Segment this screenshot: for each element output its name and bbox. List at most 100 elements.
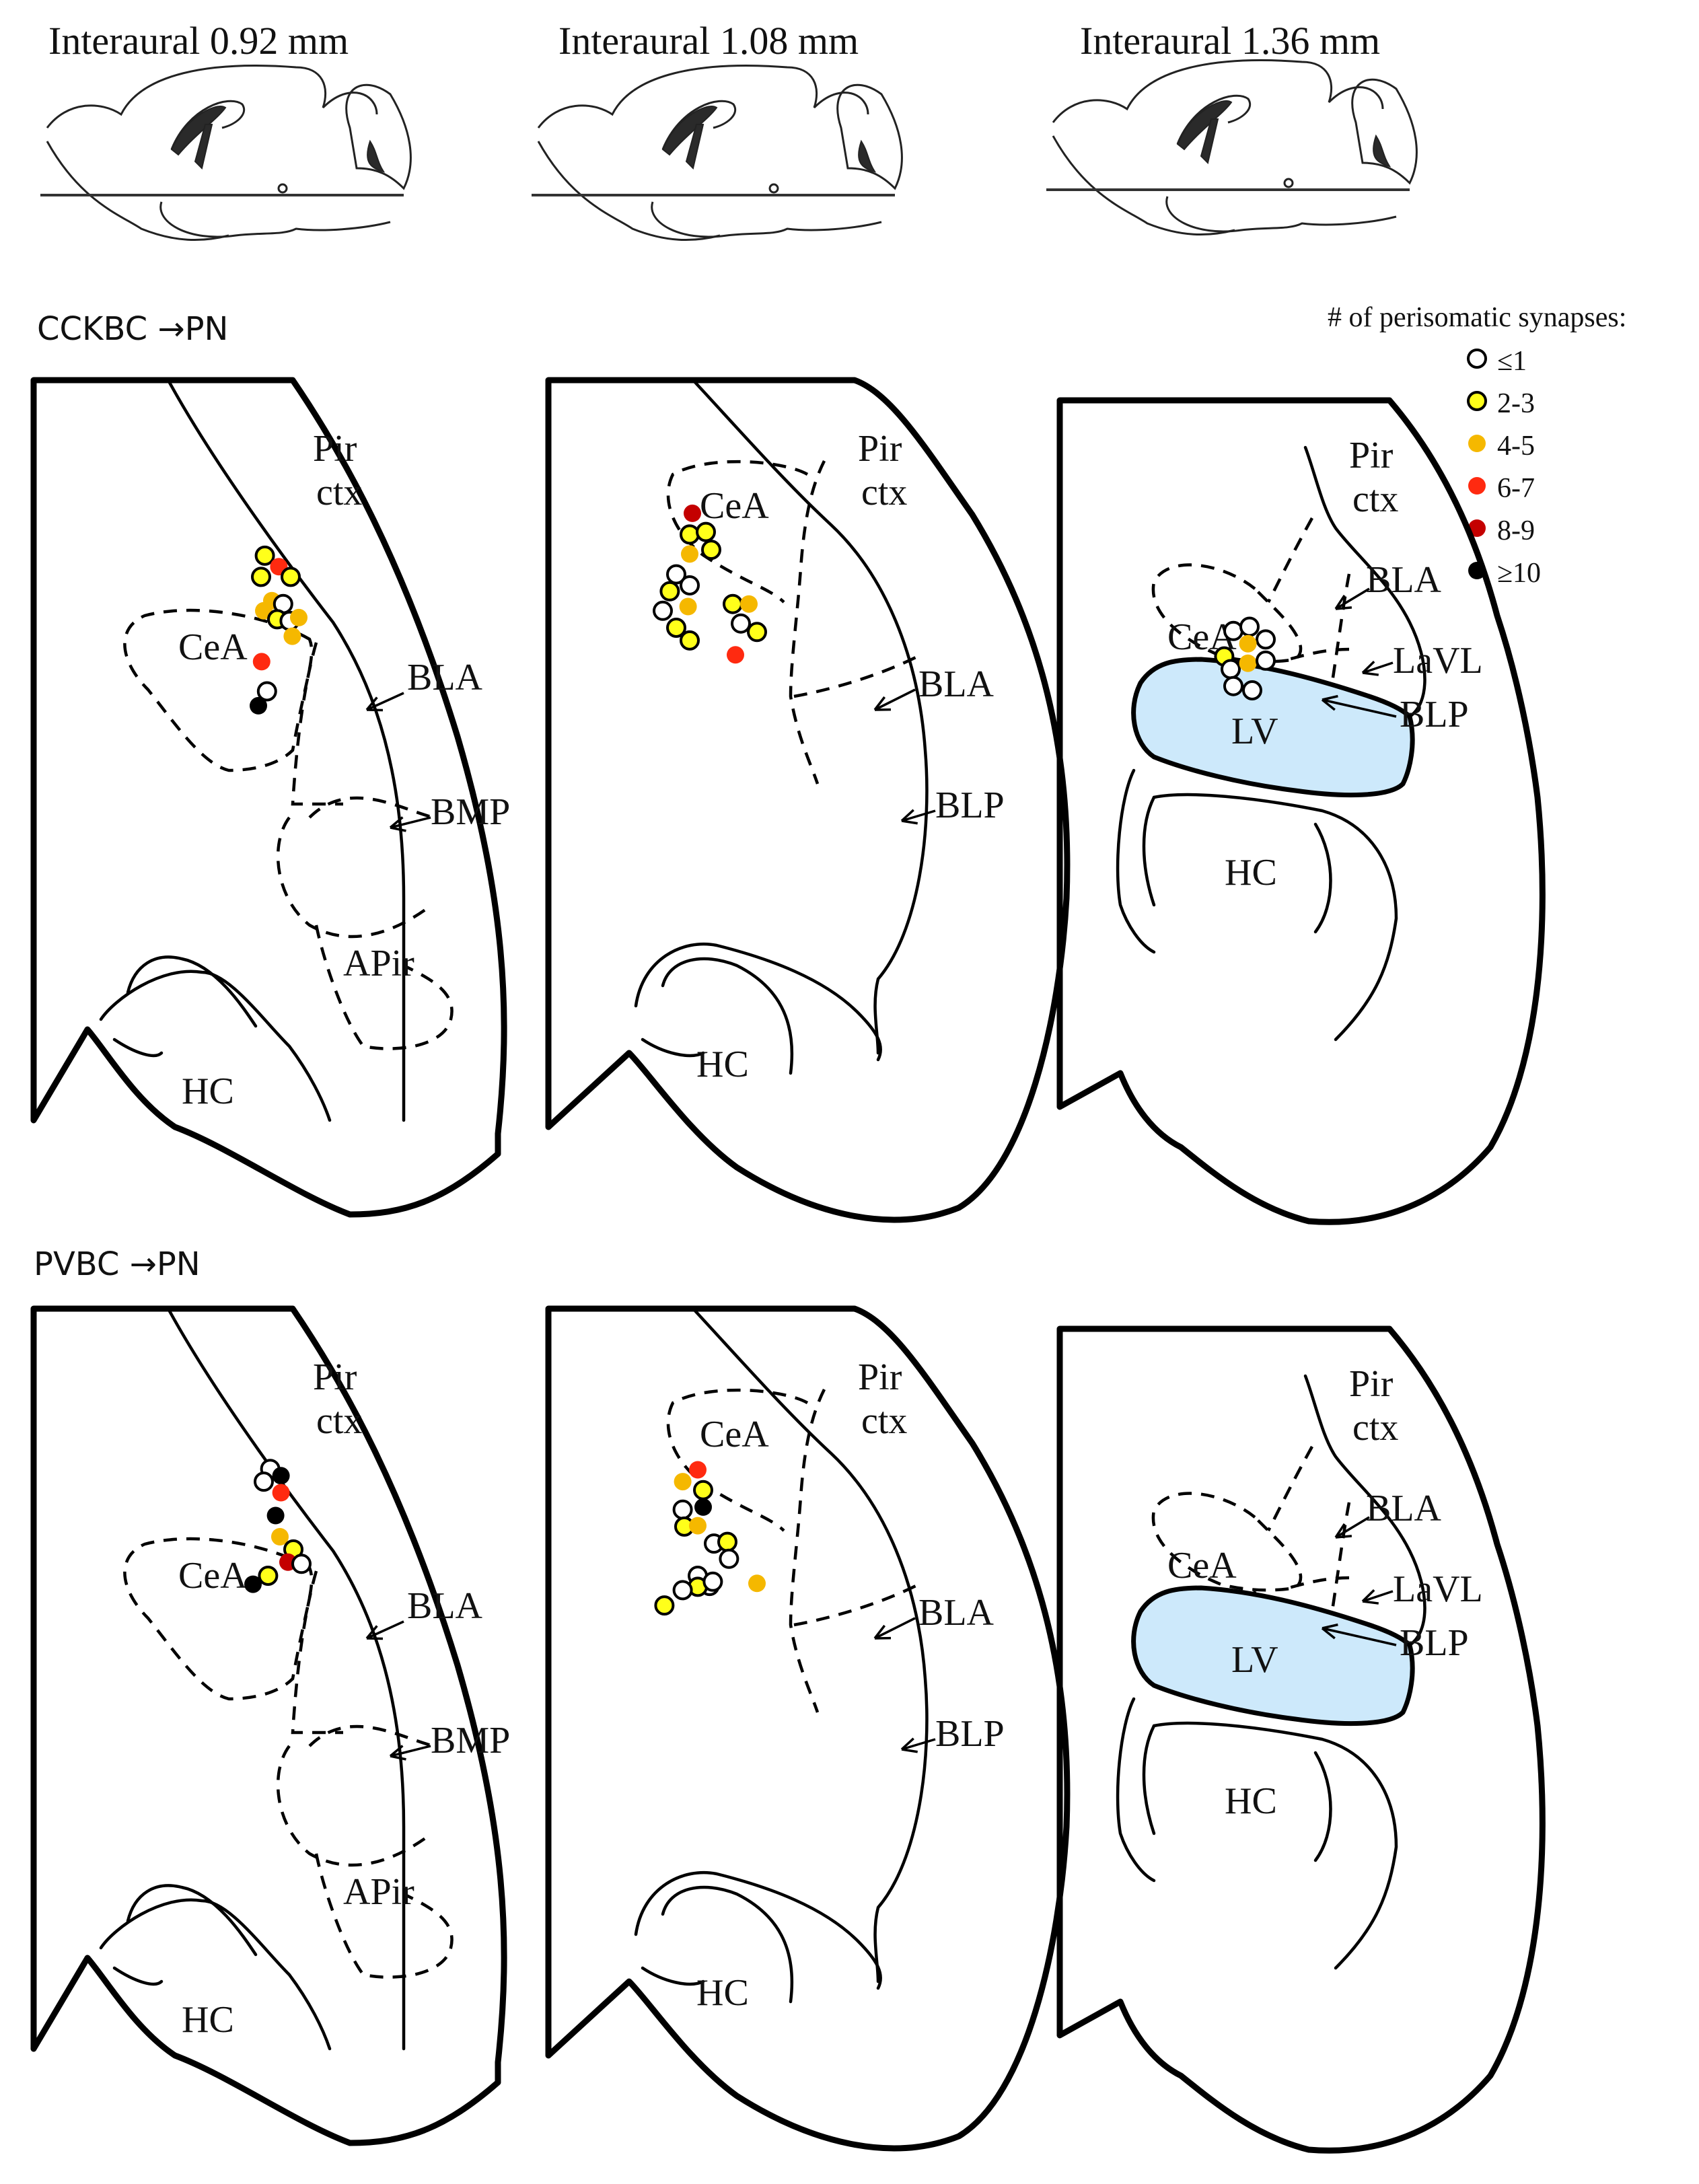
label-pir: Pir — [858, 1356, 902, 1398]
slice-outline — [545, 1305, 1071, 2152]
label-ctx: ctx — [1352, 478, 1398, 520]
hc-outer — [1116, 768, 1398, 1042]
label-pir: Pir — [313, 428, 357, 470]
cell-dot — [666, 618, 686, 638]
legend-item-2-3: 2-3 — [1467, 388, 1535, 419]
cerebellum-ventricle — [858, 139, 877, 173]
external-capsule-line — [1303, 445, 1426, 719]
label-apir: APir — [343, 943, 414, 984]
cell-dot — [701, 540, 721, 560]
label-ctx: ctx — [1352, 1407, 1398, 1449]
label-cea: CeA — [700, 1414, 769, 1455]
cell-dot — [747, 622, 767, 643]
blp-boundary — [793, 1582, 920, 1627]
label-bla: BLA — [918, 663, 995, 705]
cell-dot — [689, 1517, 707, 1535]
ventricle-sliver — [194, 124, 213, 170]
brain-outline — [1052, 59, 1384, 123]
sagittal-panel-1: Interaural 0.92 mm — [40, 19, 412, 242]
bla-medial-boundary — [1266, 1445, 1313, 1532]
cell-dot — [1256, 650, 1276, 671]
legend-title: # of perisomatic synapses: — [1328, 302, 1626, 333]
label-pir: Pir — [313, 1356, 357, 1398]
cell-dot — [1242, 680, 1262, 700]
cell-dot — [290, 608, 308, 626]
hc-inner — [1142, 795, 1332, 934]
legend-item-8-9: 8-9 — [1468, 515, 1535, 546]
dots-group — [244, 1459, 312, 1593]
legend-swatch-2-3 — [1467, 391, 1487, 411]
label-cea: CeA — [700, 485, 769, 527]
bla-medial-boundary — [291, 642, 343, 806]
hc-curl — [112, 1966, 164, 1986]
hc-outer — [99, 1898, 332, 2051]
cell-dot — [731, 613, 751, 634]
ventricle-sliver — [1200, 118, 1219, 164]
external-capsule-line — [166, 1307, 406, 2051]
cell-dot — [681, 545, 698, 563]
cell-dot — [717, 1531, 737, 1552]
cell-dot — [727, 646, 744, 664]
label-cea: CeA — [178, 1555, 248, 1597]
hc-outer — [1116, 1697, 1398, 1970]
label-hc: HC — [696, 1044, 749, 1085]
label-ctx: ctx — [316, 472, 362, 513]
bmp-boundary — [276, 1724, 435, 1867]
cell-dot — [723, 593, 743, 614]
bla-medial-boundary — [789, 460, 826, 785]
cerebellum — [1351, 78, 1418, 185]
label-pir: Pir — [1349, 435, 1394, 476]
label-pir: Pir — [1349, 1363, 1394, 1405]
label-lv: LV — [1231, 711, 1278, 752]
arrow-blp — [1321, 1623, 1397, 1646]
cell-dot — [250, 696, 267, 715]
hc-inner — [126, 1884, 258, 1957]
dots-group — [653, 504, 767, 664]
label-blp: BLP — [935, 1713, 1005, 1755]
brain-ventral-outline — [1052, 135, 1235, 236]
cell-dot — [1239, 616, 1260, 637]
arrow-bmp — [389, 816, 431, 832]
apir-boundary — [314, 924, 454, 1050]
hc-curl — [641, 1038, 705, 1058]
row-title-cckbc: CCKBC →PN — [37, 310, 228, 348]
brainstem-outline — [1165, 196, 1397, 233]
label-lavl: LaVL — [1393, 1568, 1483, 1610]
cell-dot — [1221, 659, 1241, 680]
label-bla: BLA — [1366, 1488, 1442, 1529]
cell-dot — [672, 1499, 693, 1520]
brain-outline — [537, 65, 869, 129]
cell-dot — [281, 567, 301, 587]
arrow-bla — [365, 692, 404, 712]
arrow-blp — [900, 809, 936, 825]
cell-dot — [740, 595, 758, 613]
cerebellum-ventricle — [367, 139, 386, 173]
label-bmp: BMP — [431, 1720, 510, 1761]
label-bla: BLA — [407, 1585, 483, 1627]
brainstem-outline — [159, 201, 391, 238]
legend-item-6-7: 6-7 — [1468, 473, 1535, 504]
cell-dot — [684, 504, 701, 522]
sagittal-brain-drawing — [40, 65, 412, 242]
label-bmp: BMP — [431, 791, 510, 833]
slice-outline — [30, 1305, 507, 2146]
arrow-bla — [873, 1617, 916, 1640]
label-cea: CeA — [178, 626, 248, 668]
cell-dot — [694, 1498, 712, 1516]
label-bla: BLA — [1366, 559, 1442, 601]
legend-label-8-9: 8-9 — [1497, 515, 1535, 546]
hippocampus-sagittal — [661, 100, 736, 150]
cell-dot — [271, 1528, 289, 1545]
cell-dot — [679, 597, 697, 616]
cell-dot — [252, 653, 270, 671]
dots-group — [654, 1461, 766, 1616]
cell-dot — [272, 1467, 290, 1485]
hippocampus-sagittal — [170, 100, 245, 150]
slice-outline — [30, 377, 507, 1218]
cell-dot — [653, 600, 673, 621]
bla-medial-boundary — [291, 1570, 343, 1735]
hc-inner — [126, 955, 258, 1028]
legend-swatch-8-9 — [1468, 519, 1486, 537]
